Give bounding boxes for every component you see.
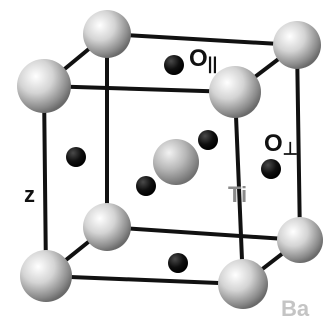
ti-label: Ti xyxy=(228,182,248,207)
back-edges xyxy=(105,32,302,242)
o-perpendicular-label-base: O xyxy=(264,130,283,157)
edge-front-bottom xyxy=(44,274,245,286)
oxygen-atom-top-face xyxy=(164,55,184,75)
front-edges xyxy=(42,84,245,286)
ba-atom-back-bottom-right xyxy=(277,217,323,263)
o-perpendicular-label: O⊥ xyxy=(264,132,298,158)
ti-atom xyxy=(153,139,199,185)
ba-atom-back-top-right xyxy=(273,21,321,69)
ba-label: Ba xyxy=(281,296,310,321)
oxygen-atom-back-face xyxy=(198,130,218,150)
ba-atom-front-bottom-left xyxy=(20,250,72,302)
edge-front-left xyxy=(42,84,48,278)
edge-back-top xyxy=(105,32,299,47)
oxygen-atom-right-face xyxy=(261,159,281,179)
ba-atom-front-bottom-right xyxy=(218,259,268,309)
oxygen-atom-left-face xyxy=(66,147,86,167)
edge-front-top xyxy=(42,84,237,94)
o-perpendicular-label-subscript: ⊥ xyxy=(282,138,298,159)
z-axis-label: z xyxy=(24,182,35,207)
edge-front-right xyxy=(233,90,245,286)
ba-atom-back-top-left xyxy=(83,10,131,58)
o-parallel-label-subscript: || xyxy=(207,53,218,74)
o-parallel-label-base: O xyxy=(189,45,208,72)
oxygen-atom-bottom-face xyxy=(168,253,188,273)
ba-atom-front-top-right xyxy=(209,66,261,118)
edge-back-right xyxy=(295,43,302,242)
oxygen-atom-front-face xyxy=(136,176,156,196)
ba-atom-back-bottom-left xyxy=(83,203,131,251)
edge-back-bottom xyxy=(105,225,302,242)
o-parallel-label: O|| xyxy=(189,47,217,73)
ba-atom-front-top-left xyxy=(17,59,71,113)
